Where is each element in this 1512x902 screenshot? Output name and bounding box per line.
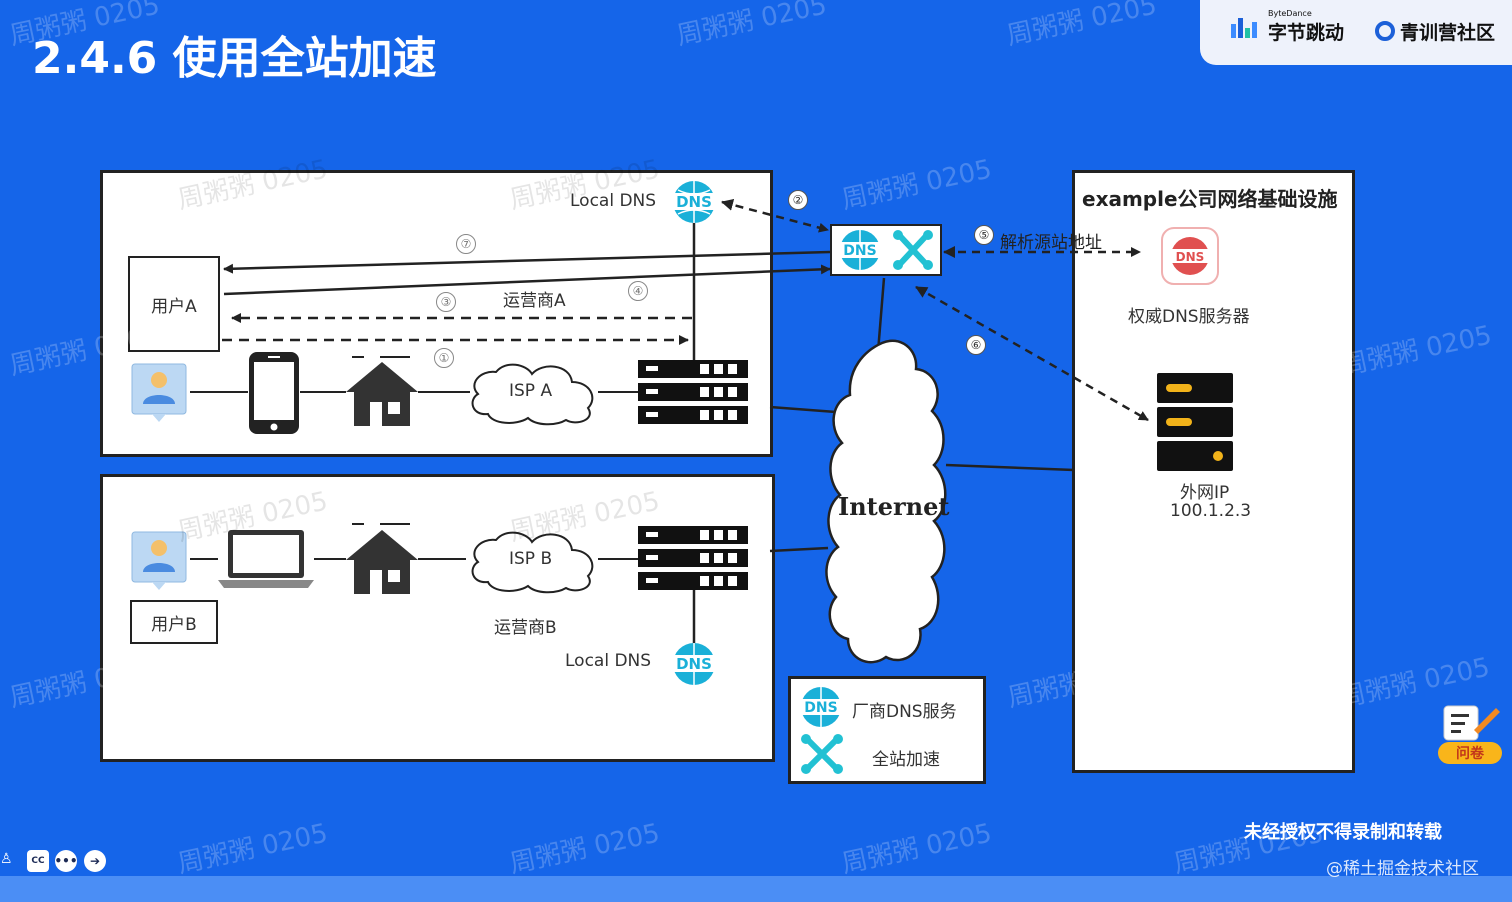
local-dns-b-label: Local DNS (565, 651, 652, 671)
example-panel-title: example公司网络基础设施 (1082, 187, 1338, 211)
svg-text:DNS: DNS (1176, 250, 1205, 264)
survey-button[interactable]: 问卷 (1436, 700, 1506, 766)
isp-a-cloud-icon (471, 363, 594, 426)
svg-text:DNS: DNS (843, 243, 876, 259)
step-3-marker: ③ (436, 292, 456, 312)
arrow-step-7 (223, 250, 831, 274)
user-avatar-icon (131, 363, 187, 422)
svg-text:DNS: DNS (804, 700, 837, 716)
auth-dns-label: 权威DNS服务器 (1128, 307, 1250, 327)
isp-a-label: ISP A (509, 381, 553, 401)
house-icon (346, 362, 418, 426)
copyright-notice: 未经授权不得录制和转载 (1244, 822, 1442, 843)
step-7-marker: ⑦ (456, 234, 476, 254)
legend-vendor-dns: 厂商DNS服务 (852, 702, 957, 722)
laptop-icon (218, 530, 314, 588)
credit-label: @稀土掘金技术社区 (1326, 859, 1479, 879)
phone-icon (249, 352, 299, 434)
svg-text:DNS: DNS (676, 193, 712, 211)
step-6-marker: ⑥ (966, 335, 986, 355)
bytedance-logo-icon (1231, 18, 1257, 38)
youth-camp-logo-icon (1375, 21, 1395, 41)
dns-globe-icon: DNS (670, 643, 718, 685)
carrier-b-label: 运营商B (494, 618, 557, 638)
user-a-box: 用户A (128, 256, 220, 352)
isp-b-cloud-icon (471, 531, 594, 594)
brand-bytedance: 字节跳动 (1268, 22, 1345, 44)
external-ip-label: 外网IP (1180, 483, 1230, 503)
internet-label: Internet (838, 492, 950, 521)
local-dns-a-label: Local DNS (570, 191, 657, 211)
bottom-bar (0, 876, 1512, 902)
origin-server-icon (1157, 373, 1233, 471)
page-title: 2.4.6 使用全站加速 (32, 33, 437, 84)
house-icon (346, 530, 418, 594)
resolve-origin-label: 解析源站地址 (1000, 233, 1102, 253)
legend-dcdn: 全站加速 (872, 750, 940, 770)
person-icon[interactable]: ♙ (0, 851, 13, 867)
dns-globe-icon: DNS (838, 230, 882, 270)
brand-bytedance-en: ByteDance (1268, 9, 1312, 18)
carrier-a-label: 运营商A (503, 291, 566, 311)
user-b-box: 用户B (130, 600, 218, 644)
arrow-step-6 (915, 285, 1149, 422)
step-5-marker: ⑤ (974, 225, 994, 245)
survey-icon (1443, 705, 1500, 741)
dns-globe-icon: DNS (798, 687, 844, 727)
more-icon[interactable]: ••• (55, 850, 78, 872)
brand-youth-camp: 青训营社区 (1400, 22, 1496, 44)
dcdn-icon (893, 230, 933, 270)
example-infra-panel (1072, 170, 1355, 773)
step-1-marker: ① (434, 348, 454, 368)
external-ip-value: 100.1.2.3 (1170, 501, 1252, 521)
arrow-step-2 (721, 199, 829, 233)
user-avatar-icon (131, 531, 187, 590)
caption-icon[interactable]: CC (27, 850, 49, 872)
internet-cloud-icon (825, 339, 947, 664)
isp-b-label: ISP B (509, 549, 553, 569)
step-4-marker: ④ (628, 281, 648, 301)
dns-globe-icon: DNS (670, 181, 718, 223)
dcdn-icon (801, 734, 843, 774)
server-rack-icon (638, 360, 748, 424)
brand-bar: ByteDance 字节跳动 青训营社区 (1200, 0, 1512, 65)
step-2-marker: ② (788, 190, 808, 210)
dcdn-node: DNS (830, 224, 942, 276)
svg-text:DNS: DNS (676, 655, 712, 673)
survey-label: 问卷 (1438, 742, 1502, 764)
auth-dns-icon: DNS (1161, 227, 1219, 285)
arrow-request (223, 264, 831, 296)
next-icon[interactable]: ➔ (84, 850, 106, 872)
server-rack-icon (638, 526, 748, 590)
